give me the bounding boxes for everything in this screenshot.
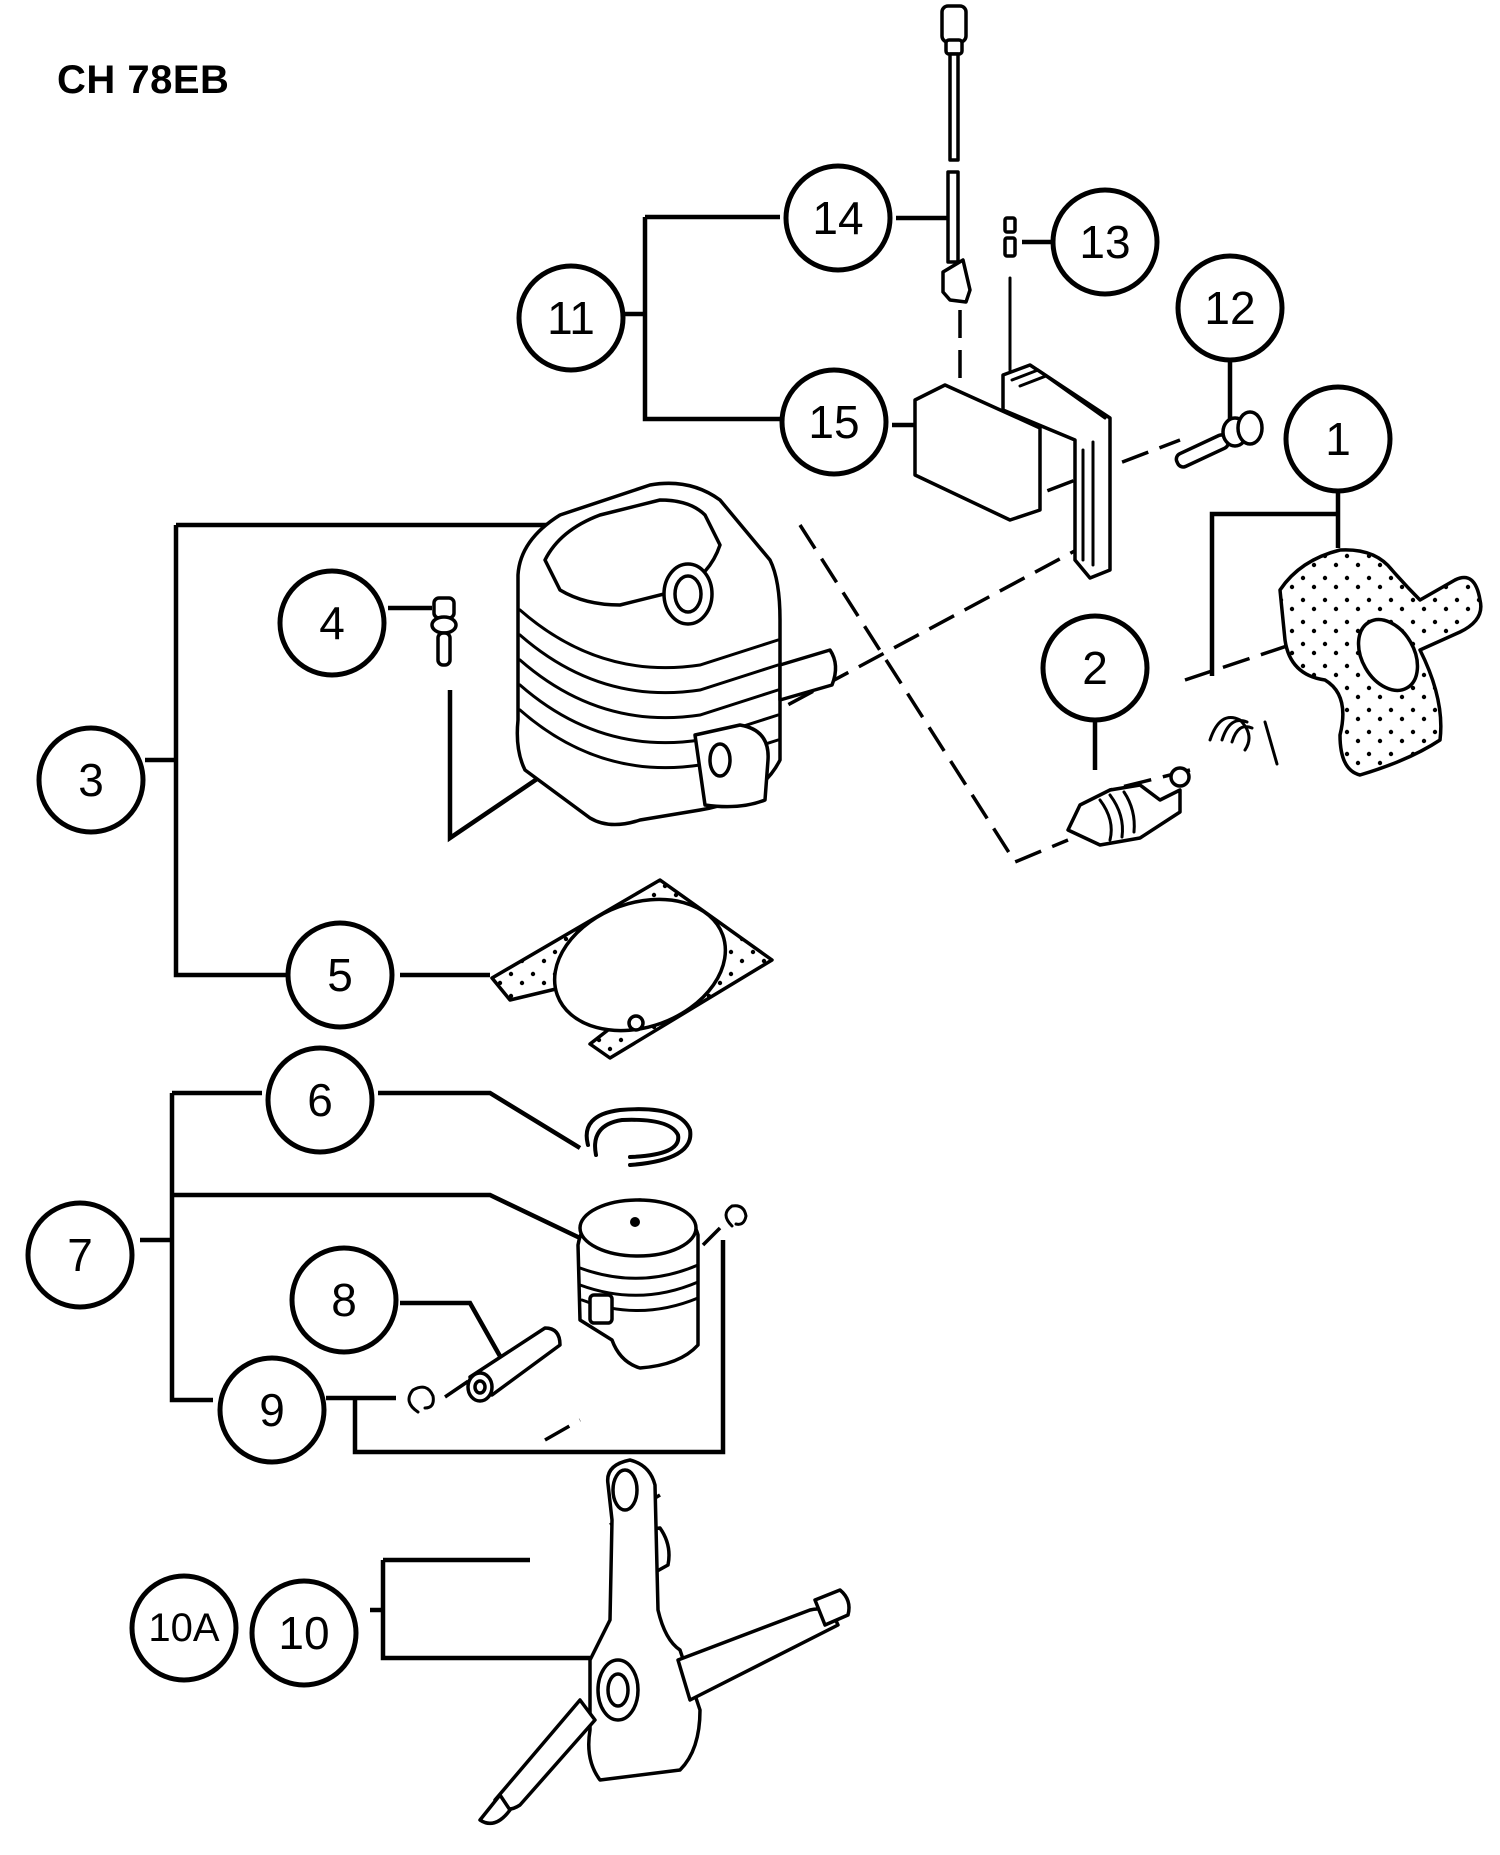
callout-15[interactable]: 15 [779, 367, 889, 477]
svg-text:1: 1 [1325, 413, 1351, 465]
svg-text:2: 2 [1082, 642, 1108, 694]
svg-text:13: 13 [1079, 216, 1130, 268]
svg-text:6: 6 [307, 1074, 333, 1126]
svg-text:3: 3 [78, 754, 104, 806]
callout-5[interactable]: 5 [285, 920, 395, 1030]
crankshaft-part [478, 1458, 851, 1826]
piston-ring-part [584, 1107, 693, 1167]
callout-7[interactable]: 7 [25, 1200, 135, 1310]
svg-text:10: 10 [278, 1607, 329, 1659]
circlip-right-part [724, 1204, 748, 1228]
callout-10A[interactable]: 10A [129, 1573, 239, 1683]
circlip-left-part [407, 1385, 435, 1414]
svg-text:9: 9 [259, 1384, 285, 1436]
svg-text:8: 8 [331, 1274, 357, 1326]
ignition-lead-part [940, 4, 972, 304]
terminal-part [1003, 216, 1017, 372]
callout-4[interactable]: 4 [277, 568, 387, 678]
callout-2[interactable]: 2 [1040, 613, 1150, 723]
callout-14[interactable]: 14 [783, 163, 893, 273]
callout-12[interactable]: 12 [1175, 253, 1285, 363]
callout-9[interactable]: 9 [217, 1355, 327, 1465]
callout-8[interactable]: 8 [289, 1245, 399, 1355]
callout-3[interactable]: 3 [36, 725, 146, 835]
callout-11[interactable]: 11 [516, 263, 626, 373]
callout-13[interactable]: 13 [1050, 187, 1160, 297]
spark-plug-part [1066, 766, 1191, 847]
svg-text:11: 11 [547, 292, 595, 344]
callout-10[interactable]: 10 [249, 1578, 359, 1688]
ignition-coil-part [913, 363, 1112, 580]
callout-1[interactable]: 1 [1283, 384, 1393, 494]
leader-lines [140, 214, 1341, 1661]
coil-screw-part [1174, 410, 1264, 469]
callout-6[interactable]: 6 [265, 1045, 375, 1155]
svg-text:4: 4 [319, 597, 345, 649]
diagram-title: CH 78EB [57, 58, 230, 102]
piston-part [576, 1198, 700, 1370]
svg-text:7: 7 [67, 1229, 93, 1281]
cylinder-gasket-part [490, 878, 774, 1060]
svg-text:14: 14 [812, 192, 863, 244]
assembly-dash-lines [444, 310, 1306, 1527]
decompression-valve-part [430, 596, 458, 667]
svg-text:10A: 10A [148, 1606, 219, 1650]
svg-text:5: 5 [327, 949, 353, 1001]
svg-text:12: 12 [1204, 282, 1255, 334]
plug-cap-part [1208, 548, 1483, 777]
svg-text:15: 15 [808, 396, 859, 448]
cylinder-part [515, 481, 838, 827]
piston-pin-part [466, 1326, 562, 1403]
